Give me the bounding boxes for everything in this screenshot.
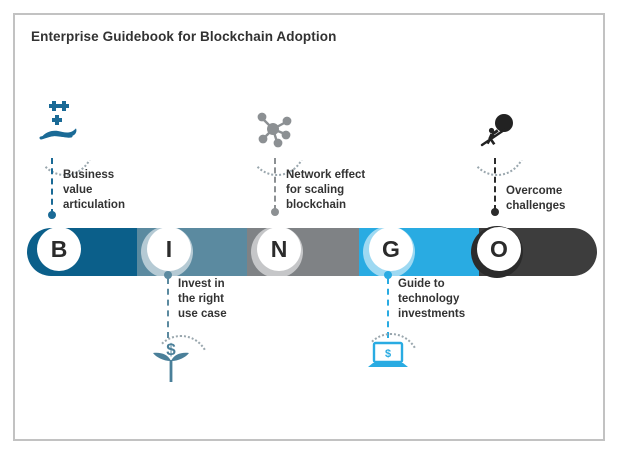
bar-node-b[interactable]: B bbox=[31, 226, 83, 278]
connector-line-n bbox=[274, 158, 278, 211]
arc-dotted-n bbox=[248, 146, 306, 176]
bar-node-letter-b: B bbox=[37, 227, 81, 271]
money-plant-icon: $ bbox=[150, 340, 192, 387]
page-title: Enterprise Guidebook for Blockchain Adop… bbox=[31, 29, 337, 44]
connector-dot-n bbox=[271, 208, 279, 216]
network-nodes-icon bbox=[253, 111, 297, 156]
bar-node-i[interactable]: I bbox=[141, 226, 193, 278]
bar-node-letter-g: G bbox=[369, 227, 413, 271]
step-label-b: Business value articulation bbox=[63, 169, 125, 211]
bar-node-letter-o: O bbox=[477, 227, 521, 271]
hand-with-plus-icon bbox=[38, 97, 88, 154]
arc-dotted-o bbox=[468, 146, 526, 176]
step-label-n: Network effect for scaling blockchain bbox=[286, 169, 366, 211]
connector-dot-o bbox=[491, 208, 499, 216]
laptop-dollar-icon: $ bbox=[366, 341, 410, 376]
step-label-g: Guide to technology investments bbox=[398, 278, 466, 320]
connector-line-o bbox=[494, 158, 498, 211]
push-boulder-uphill-icon bbox=[480, 114, 520, 155]
svg-text:$: $ bbox=[385, 348, 391, 360]
connector-dot-b bbox=[48, 211, 56, 219]
bar-node-g[interactable]: G bbox=[363, 226, 415, 278]
connector-line-b bbox=[51, 158, 55, 215]
connector-dot-g bbox=[384, 271, 392, 279]
bar-node-o[interactable]: O bbox=[471, 226, 523, 278]
bar-node-letter-i: I bbox=[147, 227, 191, 271]
bar-node-n[interactable]: N bbox=[251, 226, 303, 278]
connector-dot-i bbox=[164, 271, 172, 279]
arc-dotted-g bbox=[362, 333, 420, 363]
arc-dotted-b bbox=[36, 146, 94, 176]
bar-node-letter-n: N bbox=[257, 227, 301, 271]
svg-text:$: $ bbox=[166, 340, 176, 359]
step-label-o: Overcome challenges bbox=[506, 185, 566, 212]
connector-line-g bbox=[387, 278, 391, 338]
connector-line-i bbox=[167, 278, 171, 338]
step-label-i: Invest in the right use case bbox=[178, 278, 227, 320]
arc-dotted-i bbox=[152, 335, 210, 365]
